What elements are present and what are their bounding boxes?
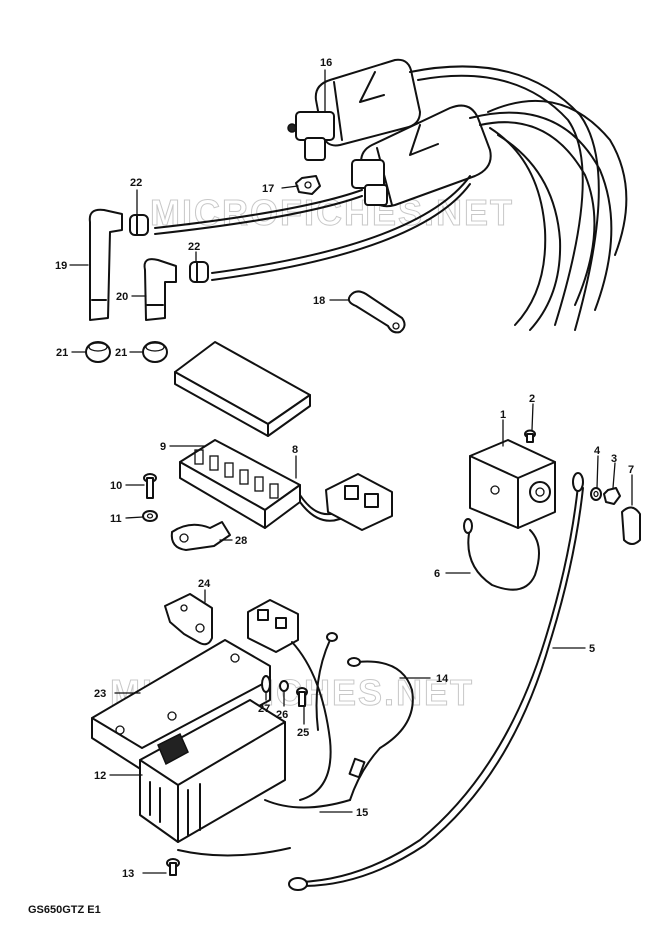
seal-21-right[interactable] xyxy=(142,341,168,363)
callout-22-lower: 22 xyxy=(188,241,200,253)
callout-1: 1 xyxy=(500,409,506,421)
callout-17: 17 xyxy=(262,183,274,195)
wire-15[interactable] xyxy=(177,799,351,857)
ignition-coil-upper[interactable] xyxy=(287,58,421,161)
callout-8: 8 xyxy=(292,444,298,456)
fuse-box-9[interactable] xyxy=(179,439,301,529)
washer-11[interactable] xyxy=(142,510,158,522)
callout-25: 25 xyxy=(297,727,309,739)
nut-3[interactable] xyxy=(603,487,621,505)
callout-13: 13 xyxy=(122,868,134,880)
callout-18: 18 xyxy=(313,295,325,307)
callout-28: 28 xyxy=(235,535,247,547)
callout-11: 11 xyxy=(110,513,122,525)
regulator-12[interactable] xyxy=(139,699,286,843)
callout-12: 12 xyxy=(94,770,106,782)
callout-21-right: 21 xyxy=(115,347,127,359)
washer-27[interactable] xyxy=(261,675,271,693)
callout-22-upper: 22 xyxy=(130,177,142,189)
callout-20: 20 xyxy=(116,291,128,303)
spark-plug-cap-20[interactable] xyxy=(143,258,177,321)
wire-6[interactable] xyxy=(463,518,540,591)
callout-6: 6 xyxy=(434,568,440,580)
callout-10: 10 xyxy=(110,480,122,492)
callout-21-left: 21 xyxy=(56,347,68,359)
connector-8[interactable] xyxy=(325,473,393,531)
bolt-10[interactable] xyxy=(143,473,157,499)
bracket-28[interactable] xyxy=(170,521,231,551)
screw-13[interactable] xyxy=(166,858,180,876)
screw-25[interactable] xyxy=(296,687,308,707)
seal-21-left[interactable] xyxy=(85,341,111,363)
starter-relay-1[interactable] xyxy=(469,439,556,529)
callout-16: 16 xyxy=(320,57,332,69)
screw-2[interactable] xyxy=(524,429,536,443)
callout-4: 4 xyxy=(594,445,601,457)
regulator-connector[interactable] xyxy=(247,599,299,653)
callout-26: 26 xyxy=(276,709,288,721)
mounting-plate-23[interactable] xyxy=(91,639,271,771)
terminal-cap-7[interactable] xyxy=(621,506,641,545)
callout-27: 27 xyxy=(258,703,270,715)
callout-7: 7 xyxy=(628,464,634,476)
seal-22-upper[interactable] xyxy=(129,214,149,236)
ignition-coil-lower[interactable] xyxy=(351,104,492,208)
clamp-18[interactable] xyxy=(347,290,406,334)
callout-24: 24 xyxy=(198,578,211,590)
nut-17[interactable] xyxy=(295,175,321,195)
seal-22-lower[interactable] xyxy=(189,261,209,283)
callout-15: 15 xyxy=(356,807,368,819)
battery-cable-5[interactable] xyxy=(288,472,584,891)
diagram-code: GS650GTZ E1 xyxy=(28,904,101,916)
bracket-24[interactable] xyxy=(164,593,213,646)
callout-3: 3 xyxy=(611,453,617,465)
fuse-box-cover[interactable] xyxy=(174,341,311,437)
wire-14[interactable] xyxy=(347,657,414,801)
callout-5: 5 xyxy=(589,643,595,655)
callout-2: 2 xyxy=(529,393,535,405)
washer-26[interactable] xyxy=(279,680,289,692)
callout-19: 19 xyxy=(55,260,67,272)
callout-9: 9 xyxy=(160,441,166,453)
callout-14: 14 xyxy=(436,673,449,685)
washer-4[interactable] xyxy=(590,487,602,501)
callout-23: 23 xyxy=(94,688,106,700)
spark-plug-cap-19[interactable] xyxy=(88,208,123,321)
